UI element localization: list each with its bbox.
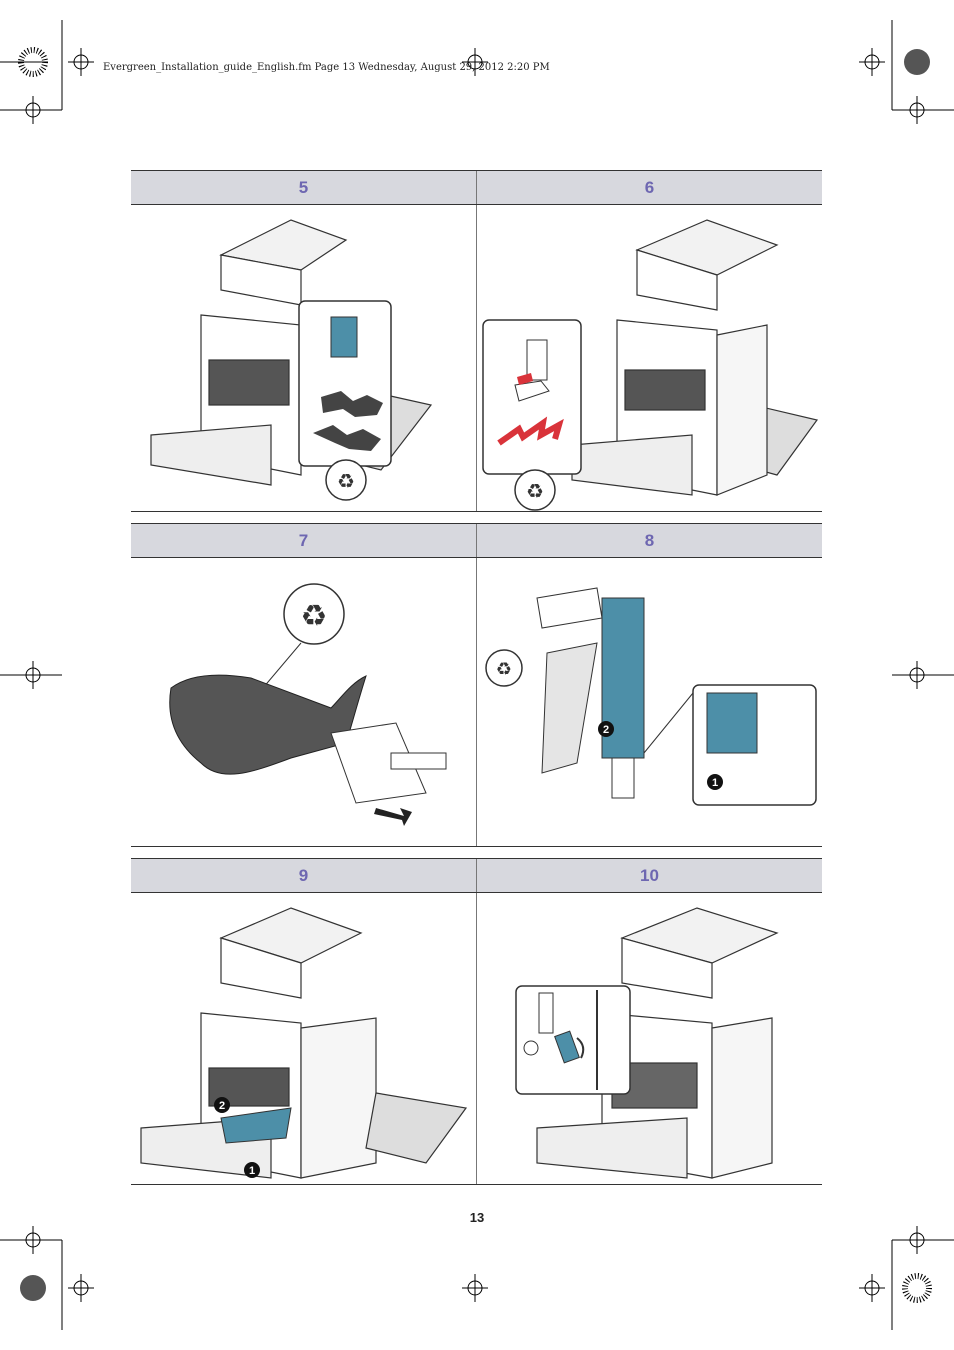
red-arrows-icon [497, 416, 564, 446]
steps-row-2: 7 8 ♻ ♻ 2 [131, 523, 822, 847]
step-5-illustration: ♻ [131, 205, 476, 511]
step-number-7: 7 [298, 531, 309, 550]
page-number: 13 [469, 1210, 485, 1225]
step-number-8: 8 [476, 524, 822, 557]
callout-1 [244, 1162, 260, 1178]
callout-1 [707, 774, 723, 790]
file-info-header: Evergreen_Installation_guide_English.fm … [103, 62, 550, 73]
callout-2 [214, 1097, 230, 1113]
trash-icon [325, 459, 367, 501]
steps-row-1: 5 6 [131, 170, 822, 512]
step-8-illustration: ♻ 2 1 [476, 558, 822, 846]
step-10-illustration [476, 893, 822, 1184]
svg-text:♻: ♻ [526, 479, 544, 503]
arrow-icon [374, 808, 412, 826]
callout-1-label: 1 [249, 1165, 255, 1177]
step-7-illustration: ♻ [131, 558, 476, 846]
step-9-illustration: 2 1 [131, 893, 476, 1184]
callout-2 [598, 721, 614, 737]
svg-text:♻: ♻ [301, 599, 328, 634]
callout-2-label: 2 [603, 724, 609, 736]
step-number-6: 6 [476, 171, 822, 204]
svg-text:♻: ♻ [496, 659, 512, 680]
svg-text:♻: ♻ [337, 469, 355, 493]
step-number-5: 5 [298, 178, 309, 197]
step-number-9: 9 [298, 866, 309, 885]
step-6-illustration: ♻ [476, 205, 822, 511]
callout-1-label: 1 [712, 777, 718, 789]
trash-icon [485, 649, 523, 687]
trash-icon [283, 583, 345, 645]
callout-2-label: 2 [219, 1100, 225, 1112]
step-number-10: 10 [476, 859, 822, 892]
steps-row-3: 9 10 2 1 [131, 858, 822, 1185]
trash-icon [514, 469, 556, 511]
